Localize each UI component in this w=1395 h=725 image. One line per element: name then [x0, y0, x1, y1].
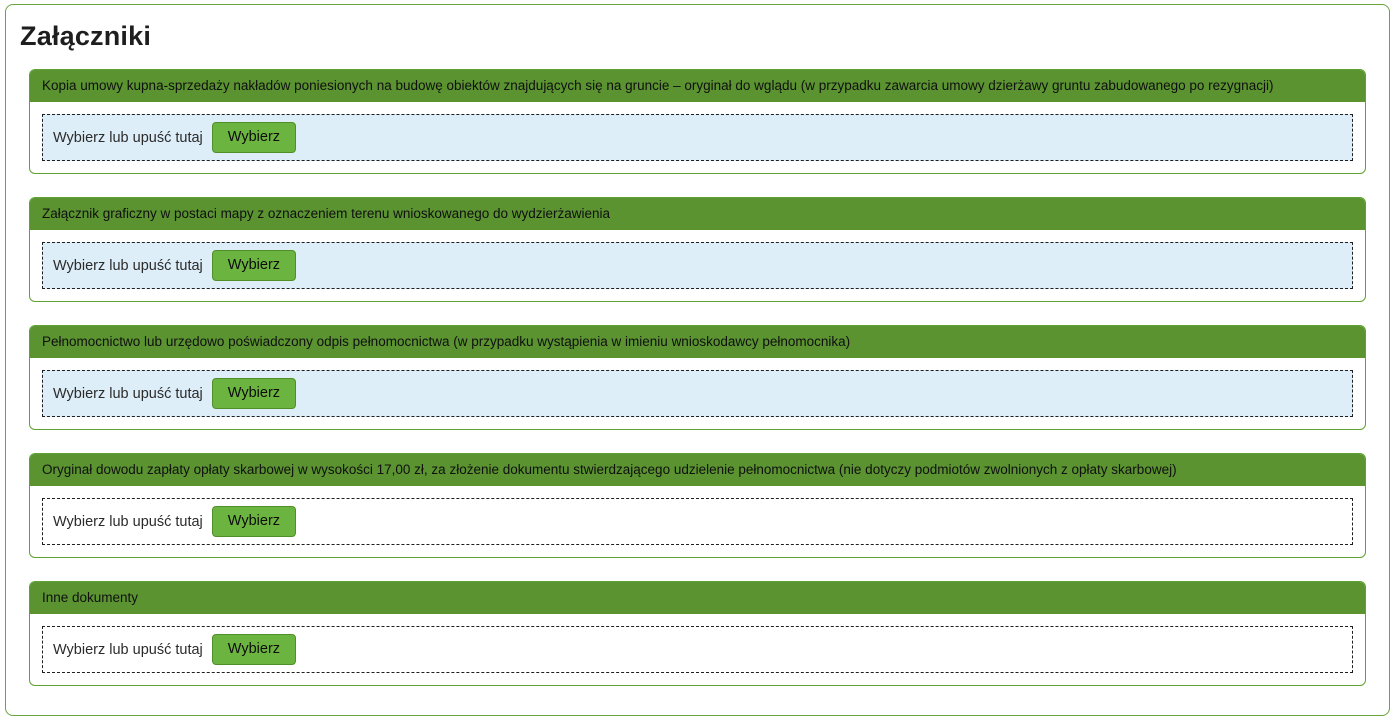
attachment-section: Oryginał dowodu zapłaty opłaty skarbowej…: [29, 453, 1366, 558]
attachment-section-body: Wybierz lub upuść tutaj Wybierz: [30, 102, 1365, 173]
dropzone-label: Wybierz lub upuść tutaj: [53, 513, 203, 530]
dropzone-label: Wybierz lub upuść tutaj: [53, 641, 203, 658]
file-select-button[interactable]: Wybierz: [211, 634, 297, 665]
attachments-panel: Załączniki Kopia umowy kupna-sprzedaży n…: [5, 4, 1390, 716]
attachment-section-header: Kopia umowy kupna-sprzedaży nakładów pon…: [30, 70, 1365, 102]
dropzone-label: Wybierz lub upuść tutaj: [53, 129, 203, 146]
file-dropzone[interactable]: Wybierz lub upuść tutaj Wybierz: [42, 370, 1353, 417]
attachment-section-header: Załącznik graficzny w postaci mapy z ozn…: [30, 198, 1365, 230]
file-select-button[interactable]: Wybierz: [211, 506, 297, 537]
file-select-button[interactable]: Wybierz: [211, 250, 297, 281]
attachment-section: Inne dokumenty Wybierz lub upuść tutaj W…: [29, 581, 1366, 686]
attachment-section-header: Oryginał dowodu zapłaty opłaty skarbowej…: [30, 454, 1365, 486]
file-dropzone[interactable]: Wybierz lub upuść tutaj Wybierz: [42, 498, 1353, 545]
file-select-button[interactable]: Wybierz: [211, 378, 297, 409]
attachment-section-header: Pełnomocnictwo lub urzędowo poświadczony…: [30, 326, 1365, 358]
file-dropzone[interactable]: Wybierz lub upuść tutaj Wybierz: [42, 626, 1353, 673]
attachment-section: Pełnomocnictwo lub urzędowo poświadczony…: [29, 325, 1366, 430]
attachment-section: Załącznik graficzny w postaci mapy z ozn…: [29, 197, 1366, 302]
file-dropzone[interactable]: Wybierz lub upuść tutaj Wybierz: [42, 114, 1353, 161]
attachment-sections-list: Kopia umowy kupna-sprzedaży nakładów pon…: [29, 69, 1366, 686]
dropzone-label: Wybierz lub upuść tutaj: [53, 385, 203, 402]
attachment-section-body: Wybierz lub upuść tutaj Wybierz: [30, 486, 1365, 557]
dropzone-label: Wybierz lub upuść tutaj: [53, 257, 203, 274]
attachment-section-body: Wybierz lub upuść tutaj Wybierz: [30, 358, 1365, 429]
attachment-section-body: Wybierz lub upuść tutaj Wybierz: [30, 230, 1365, 301]
attachment-section: Kopia umowy kupna-sprzedaży nakładów pon…: [29, 69, 1366, 174]
attachment-section-body: Wybierz lub upuść tutaj Wybierz: [30, 614, 1365, 685]
file-select-button[interactable]: Wybierz: [211, 122, 297, 153]
file-dropzone[interactable]: Wybierz lub upuść tutaj Wybierz: [42, 242, 1353, 289]
attachment-section-header: Inne dokumenty: [30, 582, 1365, 614]
page-title: Załączniki: [20, 21, 152, 51]
